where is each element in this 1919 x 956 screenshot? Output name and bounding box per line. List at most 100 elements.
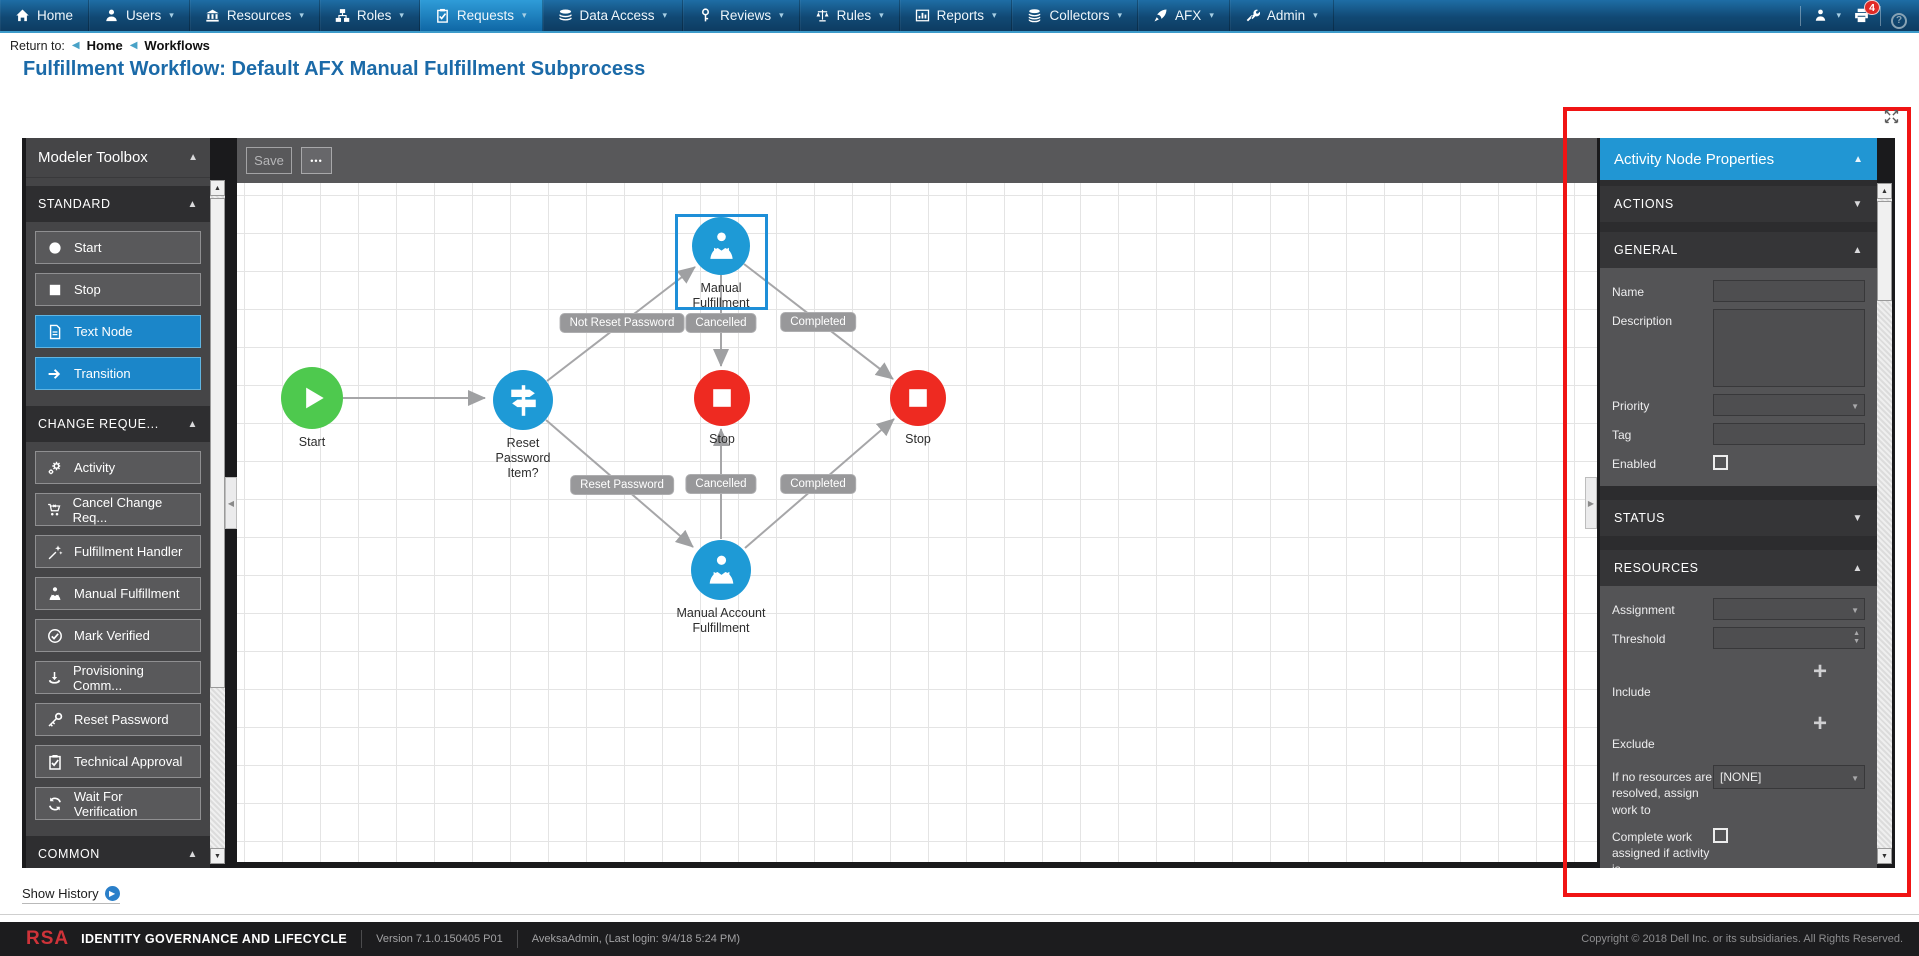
- threshold-stepper[interactable]: ▲▼: [1713, 627, 1865, 650]
- resources-section-content: Assignment ▼ Threshold ▲▼ + Include + Ex…: [1600, 586, 1877, 868]
- nav-item-afx[interactable]: AFX▾: [1138, 0, 1230, 31]
- tag-input[interactable]: [1713, 423, 1865, 445]
- collapse-left-handle[interactable]: ◀: [225, 477, 237, 529]
- section-status[interactable]: STATUS ▼: [1600, 500, 1877, 537]
- nav-item-rules[interactable]: Rules▾: [800, 0, 900, 31]
- key-icon: [698, 8, 713, 23]
- toolbox-section-change-reque[interactable]: CHANGE REQUE...▲: [26, 406, 210, 442]
- user-menu[interactable]: ▾: [1811, 8, 1843, 23]
- properties-panel-header[interactable]: Activity Node Properties ▲: [1600, 138, 1877, 180]
- toolbox-item-wait-for-verification[interactable]: Wait For Verification: [35, 787, 201, 820]
- edge-label-not-reset-password[interactable]: Not Reset Password: [559, 313, 685, 333]
- toolbox-item-manual-fulfillment[interactable]: Manual Fulfillment: [35, 577, 201, 610]
- help-icon[interactable]: ?: [1891, 12, 1907, 29]
- more-options-button[interactable]: •••: [301, 147, 332, 174]
- toolbox-item-provisioning-comm[interactable]: Provisioning Comm...: [35, 661, 201, 694]
- workflow-node-reset-password-item[interactable]: [493, 370, 553, 430]
- workflow-node-manual-fulfillment[interactable]: [692, 217, 750, 275]
- toolbox-item-activity[interactable]: Activity: [35, 451, 201, 484]
- name-input[interactable]: [1713, 280, 1865, 302]
- section-general-label: GENERAL: [1614, 243, 1678, 257]
- nav-item-reports[interactable]: Reports▾: [900, 0, 1013, 31]
- toolbox-item-stop[interactable]: Stop: [35, 273, 201, 306]
- spinner-icon[interactable]: ▲▼: [1853, 630, 1860, 646]
- description-textarea[interactable]: [1713, 309, 1865, 387]
- breadcrumb-link-workflows[interactable]: Workflows: [144, 38, 210, 53]
- scroll-down-button[interactable]: ▼: [1877, 848, 1892, 864]
- rocket-icon: [1153, 8, 1168, 23]
- scrollbar-thumb[interactable]: [1877, 201, 1892, 301]
- user-icon: [104, 8, 119, 23]
- nav-item-roles[interactable]: Roles▾: [320, 0, 420, 31]
- toolbox-item-text-node[interactable]: Text Node: [35, 315, 201, 348]
- include-add-button[interactable]: +: [1812, 658, 1827, 686]
- toolbox-item-reset-password[interactable]: Reset Password: [35, 703, 201, 736]
- show-history-link[interactable]: Show History ▶: [22, 886, 120, 904]
- expand-panel-icon[interactable]: [1883, 108, 1900, 125]
- no-resources-select[interactable]: [NONE] ▼: [1713, 765, 1865, 790]
- scroll-down-button[interactable]: ▼: [210, 848, 225, 864]
- stopsq-icon: [902, 382, 934, 414]
- scroll-up-button[interactable]: ▲: [210, 180, 225, 196]
- save-button[interactable]: Save: [246, 147, 292, 174]
- chevron-up-icon: ▲: [187, 848, 198, 860]
- workflow-node-stop-1[interactable]: [694, 370, 750, 426]
- nav-item-resources[interactable]: Resources▾: [190, 0, 320, 31]
- toolbox-item-cancel-change-req[interactable]: Cancel Change Req...: [35, 493, 201, 526]
- section-resources[interactable]: RESOURCES ▲: [1600, 550, 1877, 587]
- section-resources-label: RESOURCES: [1614, 561, 1699, 576]
- copyright-text: Copyright © 2018 Dell Inc. or its subsid…: [1581, 933, 1903, 945]
- edge-label-cancelled[interactable]: Cancelled: [685, 313, 757, 333]
- toolbox-item-start[interactable]: Start: [35, 231, 201, 264]
- nav-item-collectors[interactable]: Collectors▾: [1012, 0, 1139, 31]
- nav-item-requests[interactable]: Requests▾: [419, 0, 543, 31]
- nav-item-admin[interactable]: Admin▾: [1230, 0, 1334, 31]
- enabled-checkbox[interactable]: [1713, 455, 1728, 470]
- nav-item-home[interactable]: Home: [0, 0, 90, 31]
- breadcrumb-link-home[interactable]: Home: [86, 38, 123, 53]
- toolbox-item-mark-verified[interactable]: Mark Verified: [35, 619, 201, 652]
- edge-label-reset-password[interactable]: Reset Password: [570, 475, 674, 495]
- section-actions[interactable]: ACTIONS ▼: [1600, 186, 1877, 222]
- workflow-node-start[interactable]: [281, 367, 343, 429]
- workflow-node-manual-account-fulfillment[interactable]: [691, 540, 751, 600]
- scrollbar-thumb[interactable]: [210, 198, 225, 688]
- exclude-add-button[interactable]: +: [1812, 710, 1827, 738]
- personread-icon: [47, 586, 63, 602]
- user-avatar-icon: [1813, 8, 1828, 23]
- chevron-down-icon: ▼: [1852, 198, 1863, 210]
- toolbox-item-transition[interactable]: Transition: [35, 357, 201, 390]
- priority-select[interactable]: ▼: [1713, 394, 1865, 416]
- circle-icon: [47, 240, 63, 256]
- nav-item-reviews[interactable]: Reviews▾: [683, 0, 800, 31]
- edge-label-cancelled[interactable]: Cancelled: [685, 474, 757, 494]
- footer-separator: [361, 930, 363, 948]
- tools-icon: [1245, 8, 1260, 23]
- toolbox-item-fulfillment-handler[interactable]: Fulfillment Handler: [35, 535, 201, 568]
- nav-item-data-access[interactable]: Data Access▾: [543, 0, 684, 31]
- arrow-icon: [47, 366, 63, 382]
- toolbox-scrollbar[interactable]: ▲ ▼: [210, 180, 225, 864]
- selection-box: [675, 214, 768, 310]
- properties-scrollbar[interactable]: ▲ ▼: [1877, 183, 1892, 864]
- collapse-right-handle[interactable]: ▶: [1585, 477, 1597, 529]
- nav-item-users[interactable]: Users▾: [89, 0, 190, 31]
- notification-badge: 4: [1864, 0, 1880, 15]
- section-general[interactable]: GENERAL ▲: [1600, 232, 1877, 268]
- nav-item-label: Reports: [936, 8, 984, 23]
- workflow-node-stop-2[interactable]: [890, 370, 946, 426]
- edge-label-completed[interactable]: Completed: [780, 474, 856, 494]
- edge-label-completed[interactable]: Completed: [780, 312, 856, 332]
- scroll-up-button[interactable]: ▲: [1877, 183, 1892, 199]
- nav-item-label: Reviews: [720, 8, 772, 23]
- clipboard-icon: [435, 8, 450, 23]
- assignment-select[interactable]: ▼: [1713, 598, 1865, 621]
- complete-work-checkbox[interactable]: [1713, 827, 1728, 843]
- toolbox-section-common[interactable]: COMMON▲: [26, 836, 210, 868]
- toolbox-section-standard[interactable]: STANDARD▲: [26, 186, 210, 222]
- toolbox-item-technical-approval[interactable]: Technical Approval: [35, 745, 201, 778]
- notifications-button[interactable]: 4: [1853, 0, 1880, 24]
- toolbox-header[interactable]: Modeler Toolbox ▲: [26, 138, 210, 178]
